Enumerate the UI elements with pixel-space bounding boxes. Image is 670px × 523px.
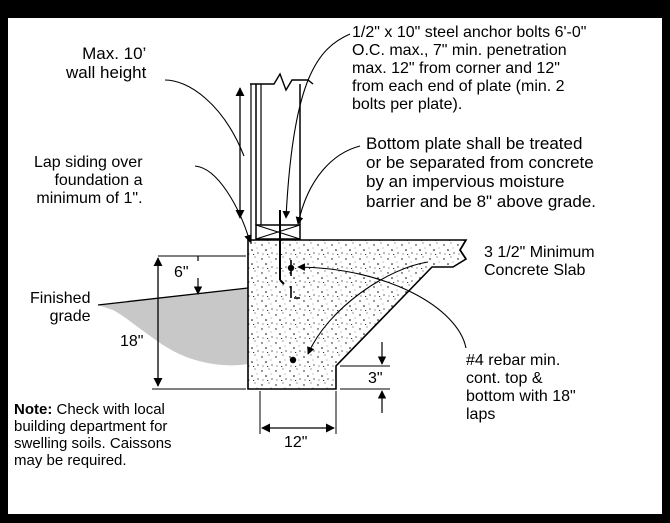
dimension-18in: 18" xyxy=(120,333,144,350)
note-heading: Note: xyxy=(14,401,53,418)
rebar-line-1: #4 rebar min. xyxy=(466,352,561,369)
anchor-bolt-line-1: 1/2" x 10" steel anchor bolts 6'-0" xyxy=(352,24,587,41)
foundation-section-drawing xyxy=(97,33,468,434)
dimension-6in: 6" xyxy=(174,264,189,281)
leader-rebar-bottom xyxy=(307,261,429,355)
note-line-2: building department for xyxy=(14,417,168,435)
anchor-bolt-line-4: from each end of plate (min. 2 xyxy=(352,78,565,96)
leader-rebar-top xyxy=(297,263,467,349)
rebar-label: #4 rebar min. cont. top & bottom with 18… xyxy=(466,352,576,424)
lap-siding-line-2: foundation a xyxy=(54,172,143,190)
anchor-bolt-line-2: O.C. max., 7" min. penetration xyxy=(352,42,567,60)
leader-anchor-bolt xyxy=(282,33,351,219)
anchor-bolt-line-5: bolts per plate). xyxy=(352,96,463,114)
rebar-line-3: bottom with 18" xyxy=(466,388,576,406)
anchor-bolt-label: 1/2" x 10" steel anchor bolts 6'-0" O.C.… xyxy=(352,24,586,114)
lap-siding-label: Lap siding over foundation a minimum of … xyxy=(34,154,143,208)
slab-line-1: 3 1/2" Minimum xyxy=(484,244,595,261)
leader-wall-height xyxy=(164,79,245,157)
note-block: Note: Check with local building departme… xyxy=(14,401,172,470)
dimension-3in: 3" xyxy=(368,370,383,387)
rebar-bottom xyxy=(289,356,297,364)
note-line-4: may be required. xyxy=(14,451,127,469)
bottom-plate-line-3: by an impervious moisture xyxy=(366,172,565,192)
slab-line-2: Concrete Slab xyxy=(484,262,586,280)
lap-siding-line-3: minimum of 1". xyxy=(36,190,143,208)
finished-grade-label: Finished grade xyxy=(30,290,90,326)
wall-height-line-2: wall height xyxy=(66,63,147,83)
wall-break-line xyxy=(250,72,314,92)
rebar-line-2: cont. top & xyxy=(466,370,543,388)
slab-label: 3 1/2" Minimum Concrete Slab xyxy=(484,244,595,280)
anchor-bolt-line-3: max. 12" from corner and 12" xyxy=(352,60,560,78)
wall-height-line-1: Max. 10’ xyxy=(82,44,147,63)
lap-siding-line-1: Lap siding over xyxy=(34,154,143,171)
finished-grade-line-1: Finished xyxy=(30,290,91,307)
leader-lap-siding xyxy=(194,165,252,243)
note-line-3: swelling soils. Caissons xyxy=(14,434,172,452)
bottom-plate-line-4: barrier and be 8" above grade. xyxy=(366,191,597,211)
wall-height-label: Max. 10’ wall height xyxy=(66,44,146,82)
finished-grade-line-2: grade xyxy=(49,308,91,326)
bottom-plate-line-1: Bottom plate shall be treated xyxy=(366,134,583,153)
rebar-line-4: laps xyxy=(466,406,496,424)
finished-grade-line xyxy=(97,287,249,306)
bottom-plate-label: Bottom plate shall be treated or be sepa… xyxy=(366,134,596,211)
slab-break-mark xyxy=(459,239,467,260)
bottom-plate-line-2: or be separated from concrete xyxy=(366,153,594,173)
dimension-12in: 12" xyxy=(284,434,308,451)
soil-area xyxy=(98,288,248,366)
leader-bottom-plate xyxy=(295,145,361,225)
note-line-1: Check with local xyxy=(56,401,165,418)
diagram-panel: Max. 10’ wall height 1/2" x 10" steel an… xyxy=(8,18,662,514)
